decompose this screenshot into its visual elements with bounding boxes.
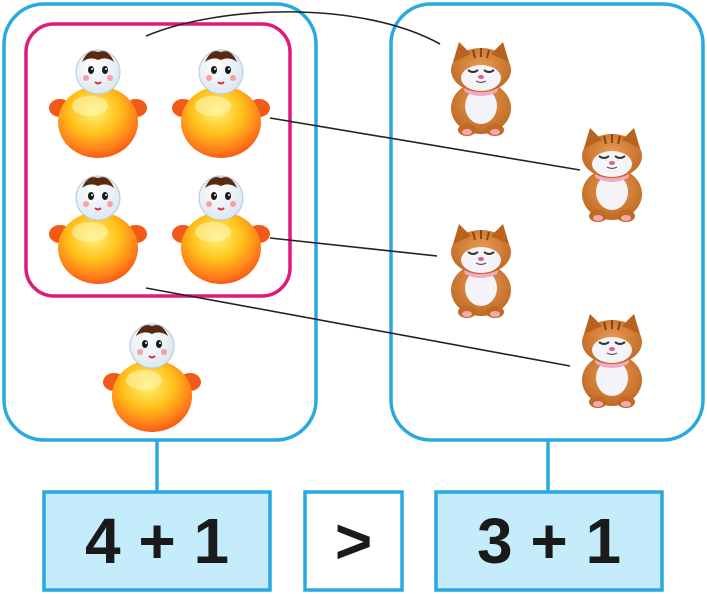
tumbler-toy-3 bbox=[48, 175, 148, 285]
kittens bbox=[450, 41, 643, 409]
comparison-symbol: > bbox=[334, 505, 373, 577]
tumbler-toy-4 bbox=[171, 175, 271, 285]
kitten-3 bbox=[450, 223, 512, 319]
left-expression-box bbox=[42, 490, 272, 592]
left-expression: 4 + 1 bbox=[84, 505, 230, 577]
tumbler-toy-1 bbox=[48, 49, 148, 159]
match-line-2 bbox=[269, 117, 581, 171]
tumbler-toy-5 bbox=[102, 323, 202, 433]
match-line-1 bbox=[145, 11, 441, 45]
grouped-subset-frame bbox=[24, 22, 292, 298]
right-expression-box bbox=[434, 490, 664, 592]
match-line-3 bbox=[269, 237, 438, 257]
right-expression: 3 + 1 bbox=[476, 505, 622, 577]
matching-lines bbox=[145, 11, 581, 367]
match-line-4 bbox=[145, 287, 571, 367]
tumbler-toys bbox=[48, 49, 271, 433]
kitten-1 bbox=[450, 41, 512, 137]
kitten-2 bbox=[581, 127, 643, 223]
left-group-frame bbox=[2, 2, 318, 442]
right-group-frame bbox=[389, 2, 705, 442]
comparison-box bbox=[303, 490, 404, 592]
tumbler-toy-2 bbox=[171, 49, 271, 159]
kitten-4 bbox=[581, 313, 643, 409]
